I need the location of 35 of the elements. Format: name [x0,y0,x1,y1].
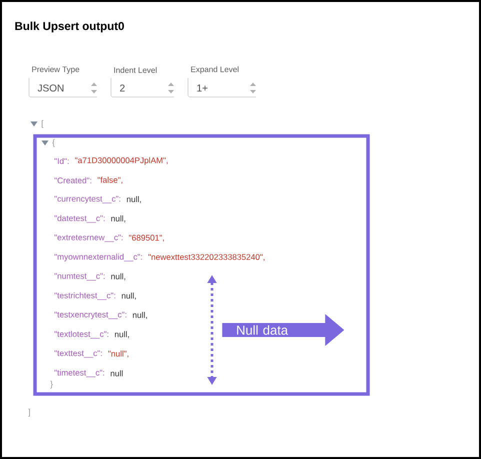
json-key: "texttest__c": [54,350,102,358]
json-value: "newexttest332202333835240", [148,254,264,261]
select-field: 1+ [188,78,256,98]
field-label: Preview Type [32,66,80,74]
select-field: 2 [110,78,174,98]
field-label: Indent Level [114,67,157,73]
json-key: "datetest__c": [54,215,105,223]
json-bracket: [ [42,120,44,128]
json-key: "extretesrnew__c": [54,234,123,242]
json-bracket: { [52,139,55,147]
json-value: "689501", [129,234,164,242]
json-key: "numtest__c": [54,273,105,280]
json-value: "false", [98,176,122,184]
json-key: "myownnexternalid__c": [54,254,142,262]
json-value: null, [122,292,136,300]
json-key: "currencytest__c": [54,196,120,204]
json-value: null, [132,312,147,319]
json-value: null [110,370,123,376]
field-label: Expand Level [191,66,238,74]
select-field: JSON [28,78,98,98]
json-key: "testxencrytest__c": [54,312,126,320]
json-key: "Created": [54,177,92,184]
json-key: "testrichtest__c": [54,292,116,300]
json-value: "a71D30000004PJplAM", [75,157,168,165]
json-key: "Id": [54,158,69,164]
json-value: null, [126,196,141,204]
json-value: null, [111,215,126,222]
json-bracket: } [50,380,53,388]
json-key: "textlotest__c": [54,330,108,339]
json-value: "null", [108,350,128,358]
panel-title: Bulk Upsert output0 [15,22,124,32]
json-bracket: ] [28,408,30,416]
json-key: "timetest__c": [54,369,104,378]
json-value: null, [114,331,129,338]
json-value: null, [111,273,126,280]
